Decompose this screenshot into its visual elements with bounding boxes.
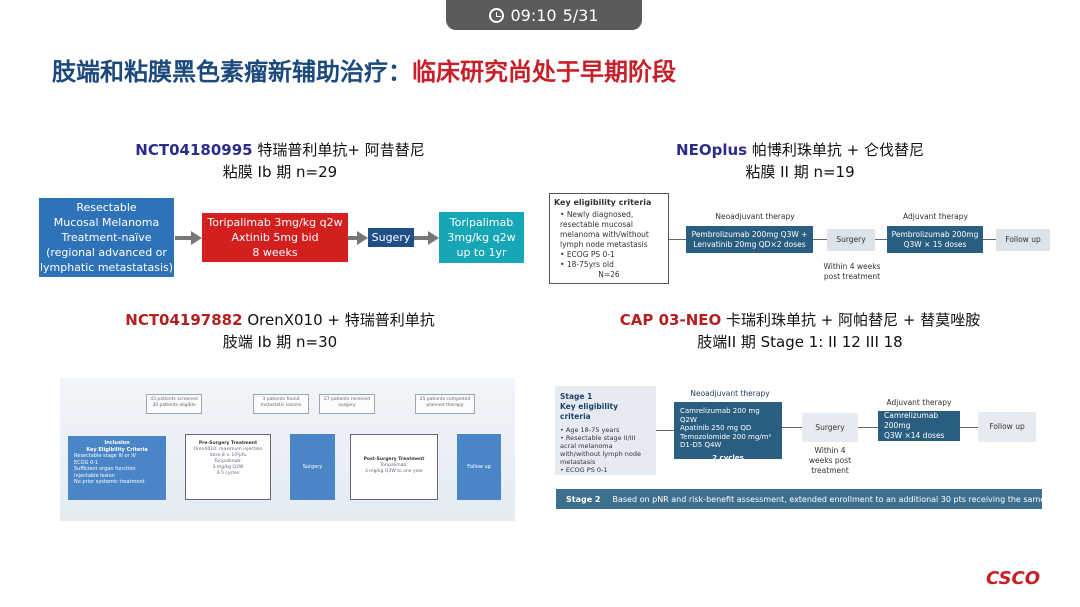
p4-adj-label: Adjuvant therapy — [886, 398, 952, 407]
p3-note: 25 patients completed planned therapy — [415, 394, 475, 414]
p3-post-surgery-box: Post-Surgery Treatment Toripalimab: 3 mg… — [350, 434, 438, 500]
p3-followup-box: Follow up — [457, 434, 501, 500]
p2-drugs: 帕博利珠单抗 + 仑伐替尼 — [747, 141, 924, 159]
p1-population-box: Resectable Mucosal Melanoma Treatment-na… — [39, 198, 174, 277]
arrow-right-icon — [175, 231, 202, 245]
p4-nct: CAP 03-NEO — [619, 311, 722, 329]
p4-stage2-label: Stage 2 — [566, 494, 601, 504]
p3-nct: NCT04197882 — [125, 311, 243, 329]
p2-elig-item: • ECOG PS 0-1 — [560, 250, 615, 259]
p2-adj-l0: Pembrolizumab 200mg — [891, 229, 979, 239]
status-pill: 09:10 5/31 — [446, 0, 642, 30]
slide-title-part2: 临床研究尚处于早期阶段 — [412, 58, 676, 86]
p2-elig-item: • 18-75yrs old — [560, 260, 614, 269]
p3-drugs: OrenX010 + 特瑞普利单抗 — [242, 311, 435, 329]
p1-box1-l1: Mucosal Melanoma — [53, 216, 160, 229]
p3-pre-surgery-box: Pre-Surgery Treatment OrenX010: maximum … — [185, 434, 271, 500]
p2-followup-label: Follow up — [1005, 235, 1041, 244]
p2-n: N=26 — [598, 270, 620, 279]
p3-note: 3 patients found metastatic lesions — [253, 394, 309, 414]
p1-surgery-label: Sugery — [371, 231, 411, 244]
p4-drugs: 卡瑞利珠单抗 + 阿帕替尼 + 替莫唑胺 — [721, 311, 981, 329]
p1-nct: NCT04180995 — [135, 141, 253, 159]
p1-neoadjuvant-box: Toripalimab 3mg/kg q2w Axtinib 5mg bid 8… — [202, 213, 348, 262]
p4-stage1-item: • ECOG PS 0-1 — [560, 466, 608, 474]
p2-neo-label: Neoadjuvant therapy — [715, 212, 795, 221]
connector-line — [960, 427, 978, 428]
p4-surgery-box: Surgery — [802, 413, 858, 442]
p4-stage1-box: Stage 1 Key eligibility criteria • Age 1… — [555, 386, 656, 475]
p1-box1-l4: lymphatic metastatasis) — [39, 261, 174, 274]
p1-drugs: 特瑞普利单抗+ 阿昔替尼 — [252, 141, 425, 159]
connector-line — [858, 427, 878, 428]
p1-box2-l1: Axtinib 5mg bid — [231, 231, 319, 244]
slide-title-part1: 肢端和粘膜黑色素瘤新辅助治疗： — [52, 58, 412, 86]
connector-line — [813, 239, 827, 240]
p3-diagram: 43 patients screened 30 patients eligibl… — [60, 378, 515, 521]
p1-box1-l2: Treatment-naïve — [61, 231, 152, 244]
p4-stage2-text: Based on pNR and risk-benefit assessment… — [612, 494, 1080, 504]
p1-box4-l2: up to 1yr — [456, 246, 507, 259]
p1-surgery-box: Sugery — [368, 228, 414, 247]
p4-followup-box: Follow up — [978, 412, 1036, 442]
p4-line2: 肢端II 期 Stage 1: II 12 III 18 — [697, 333, 903, 351]
p3-note: 43 patients screened 30 patients eligibl… — [146, 394, 202, 414]
p3-line2: 肢端 Ib 期 n=30 — [222, 333, 338, 351]
p1-box2-l2: 8 weeks — [252, 246, 298, 259]
p2-adj-box: Pembrolizumab 200mg Q3W × 15 doses — [887, 226, 983, 253]
p1-adjuvant-box: Toripalimab 3mg/kg q2w up to 1yr — [439, 212, 524, 263]
p4-stage1-item: • Resectable stage II/III acral melanoma… — [560, 434, 641, 466]
p3-incl-item: ECOG 0-1 — [74, 459, 99, 466]
p2-nct: NEOplus — [676, 141, 748, 159]
p3-incl-item: No prior systemic treatment — [74, 479, 145, 485]
p2-elig-item: • Newly diagnosed, resectable mucosal me… — [560, 210, 649, 249]
p2-adj-label: Adjuvant therapy — [903, 212, 968, 221]
p2-adj-l1: Q3W × 15 doses — [903, 239, 967, 249]
p2-followup-box: Follow up — [996, 229, 1050, 251]
status-time: 09:10 — [510, 5, 557, 25]
connector-line — [656, 430, 674, 431]
p1-box4-l1: 3mg/kg q2w — [447, 231, 516, 244]
p1-box1-l3: (regional advanced or — [46, 246, 167, 259]
p4-stage1-item: • Age 18-75 years — [560, 426, 620, 434]
status-page: 5/31 — [562, 5, 599, 25]
p2-line2: 粘膜 II 期 n=19 — [745, 163, 855, 181]
p2-surgery-box: Surgery — [827, 229, 875, 251]
p1-box1-l0: Resectable — [76, 201, 137, 214]
connector-line — [782, 427, 802, 428]
p3-note: 27 patients received surgery — [319, 394, 375, 414]
p2-surgery-label: Surgery — [836, 235, 866, 244]
p2-elig-title: Key eligibility criteria — [554, 198, 652, 207]
p3-surgery-box: Surgery — [290, 434, 335, 500]
connector-line — [875, 239, 887, 240]
p4-neo-label: Neoadjuvant therapy — [690, 389, 770, 398]
connector-line — [669, 239, 686, 240]
clock-icon — [489, 7, 505, 23]
slide-title: 肢端和粘膜黑色素瘤新辅助治疗：临床研究尚处于早期阶段 — [52, 52, 676, 87]
p4-adj-box: Camrelizumab 200mg Q3W ×14 doses — [878, 411, 960, 441]
p2-neo-l1: Lenvatinib 20mg QD×2 doses — [693, 239, 806, 249]
p1-box2-l0: Toripalimab 3mg/kg q2w — [207, 216, 343, 229]
p2-eligibility-box: Key eligibility criteria • Newly diagnos… — [549, 193, 669, 284]
p4-neo-box: Camrelizumab 200 mg Q2W Apatinib 250 mg … — [674, 402, 782, 462]
arrow-right-icon — [348, 231, 368, 245]
p1-box4-l0: Toripalimab — [449, 216, 514, 229]
p3-inclusion-box: Inclusion Key Eligibility Criteria Resec… — [68, 436, 166, 500]
p1-line2: 粘膜 Ib 期 n=29 — [222, 163, 338, 181]
p3-heading: NCT04197882 OrenX010 + 特瑞普利单抗 肢端 Ib 期 n=… — [40, 309, 520, 353]
p3-incl-item: Injectable lesion — [74, 472, 115, 479]
connector-line — [983, 239, 996, 240]
arrow-right-icon — [414, 231, 439, 245]
p4-heading: CAP 03-NEO 卡瑞利珠单抗 + 阿帕替尼 + 替莫唑胺 肢端II 期 S… — [560, 309, 1040, 353]
p3-incl-item: Resectable stage III or IV — [74, 453, 137, 459]
p2-neo-l0: Pembrolizumab 200mg Q3W + — [691, 229, 808, 239]
p1-heading: NCT04180995 特瑞普利单抗+ 阿昔替尼 粘膜 Ib 期 n=29 — [40, 139, 520, 183]
csco-logo: CSCO — [986, 568, 1041, 589]
p3-incl-item: Sufficient organ function — [74, 466, 136, 472]
p4-stage2-bar: Stage 2 Based on pNR and risk-benefit as… — [556, 489, 1080, 509]
p2-heading: NEOplus 帕博利珠单抗 + 仑伐替尼 粘膜 II 期 n=19 — [560, 139, 1040, 183]
p2-neo-box: Pembrolizumab 200mg Q3W + Lenvatinib 20m… — [686, 226, 813, 253]
